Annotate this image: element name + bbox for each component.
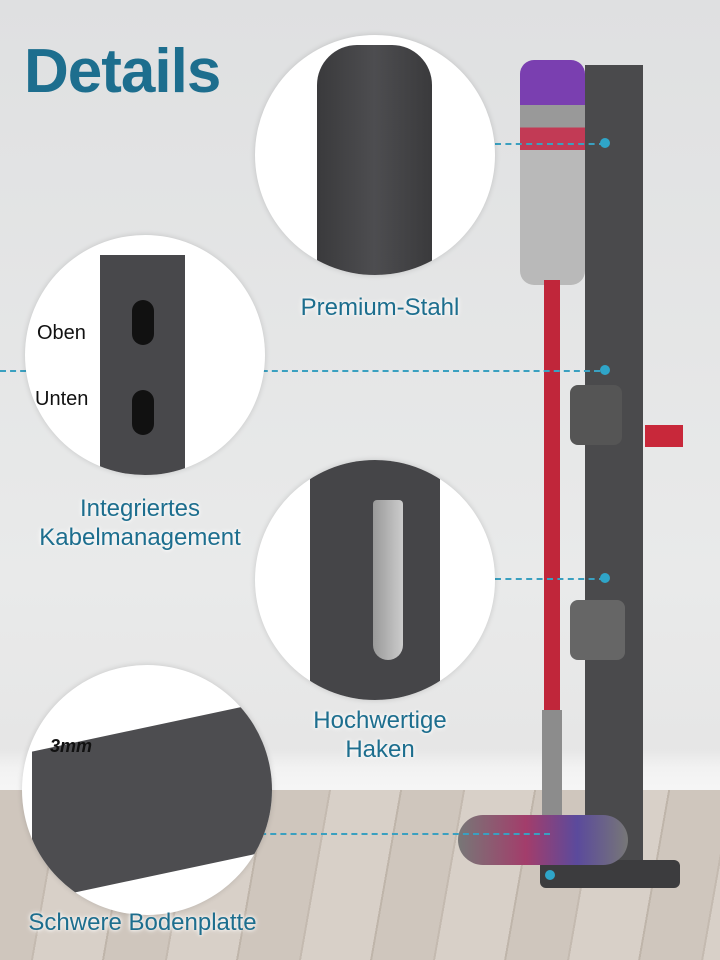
steel-panel (317, 45, 432, 275)
cable-slot-bottom (132, 390, 154, 435)
cable-slot-top (132, 300, 154, 345)
connector-cable (0, 370, 600, 372)
vacuum-head (458, 815, 628, 865)
accessory-red (645, 425, 683, 447)
connector-dot (600, 365, 610, 375)
vacuum-bin (520, 60, 585, 285)
label-hooks-line1: Hochwertige (313, 707, 447, 734)
label-hooks-line2: Haken (345, 736, 415, 763)
page-title: Details (24, 37, 221, 106)
stand-column (585, 65, 643, 880)
cable-panel (100, 255, 185, 475)
accessory-tool (570, 600, 625, 660)
label-hooks: Hochwertige Haken (270, 706, 490, 764)
connector-hooks (495, 578, 605, 580)
label-cable-line2: Kabelmanagement (39, 524, 241, 551)
accessory-brush (570, 385, 622, 445)
label-cable-line1: Integriertes (79, 495, 201, 522)
connector-dot (600, 138, 610, 148)
connector-steel (495, 143, 605, 145)
label-steel: Premium-Stahl (300, 294, 460, 321)
connector-base (250, 833, 550, 835)
connector-dot (545, 870, 555, 880)
detail-circle-cable (25, 235, 265, 475)
vacuum-pole (544, 280, 560, 720)
detail-circle-base (22, 665, 272, 915)
vacuum-neck (542, 710, 562, 820)
detail-circle-steel (255, 35, 495, 275)
label-bottom: Unten (35, 388, 89, 410)
label-cable: Integriertes Kabelmanagement (10, 494, 270, 552)
label-thickness: 3mm (50, 736, 93, 756)
hook (373, 500, 403, 660)
label-top: Oben (37, 322, 86, 344)
label-base: Schwere Bodenplatte (28, 909, 257, 936)
base-plate (32, 698, 272, 902)
connector-dot (600, 573, 610, 583)
detail-circle-hooks (255, 460, 495, 700)
